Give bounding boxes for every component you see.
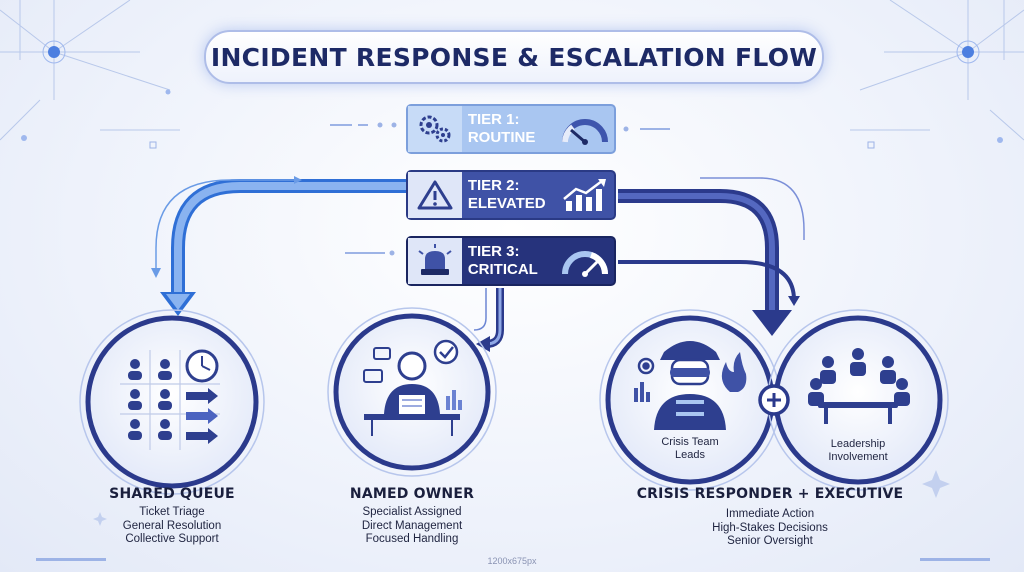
crisis-executive-description: Immediate Action High-Stakes Decisions S… (712, 508, 828, 547)
gauge-high-icon (556, 238, 614, 284)
crisis-executive-title: CRISIS RESPONDER + EXECUTIVE (636, 486, 904, 502)
crisis-team-circle (599, 309, 781, 491)
dot-decorations (36, 122, 990, 561)
tier-3-label: TIER 3: CRITICAL (467, 243, 538, 278)
warning-triangle-icon (408, 172, 462, 218)
plus-connector-icon (758, 384, 790, 416)
queue-grid-icon (120, 350, 220, 450)
page-title: INCIDENT RESPONSE & ESCALATION FLOW (210, 42, 818, 72)
flame-icon (721, 352, 747, 392)
crisis-team-label: Crisis Team Leads (661, 436, 719, 461)
arrow-to-shared-queue (151, 176, 406, 316)
mini-bars-icon (634, 382, 650, 402)
tier-1-label: TIER 1: ROUTINE (467, 111, 536, 146)
check-badge-icon (433, 339, 459, 365)
clock-icon (185, 349, 219, 383)
shared-queue-title: SHARED QUEUE (109, 486, 235, 502)
leadership-label: Leadership Involvement (828, 438, 888, 463)
leadership-circle (767, 309, 949, 491)
shared-queue-description: Ticket Triage General Resolution Collect… (122, 506, 222, 545)
sparkle-decorations (93, 470, 950, 526)
title-banner: INCIDENT RESPONSE & ESCALATION FLOW (204, 30, 824, 84)
forward-arrows-icon (186, 388, 218, 444)
tier-3-critical: TIER 3: CRITICAL (406, 236, 616, 286)
rising-bar-chart-icon (556, 172, 614, 218)
specialist-icon (364, 351, 460, 436)
tier-1-routine: TIER 1: ROUTINE (406, 104, 616, 154)
siren-icon (408, 238, 462, 284)
circuit-decoration-left (0, 0, 180, 141)
gear-icon (637, 357, 655, 375)
named-owner-circle (327, 307, 497, 477)
people-icons (128, 359, 172, 440)
shared-queue-circle (79, 309, 265, 495)
named-owner-description: Specialist Assigned Direct Management Fo… (361, 506, 463, 545)
chat-bubbles-icon (363, 347, 391, 383)
named-owner-title: NAMED OWNER (349, 486, 475, 502)
meeting-table-icon (808, 348, 910, 424)
firefighter-icon (654, 341, 726, 430)
gears-icon (408, 106, 462, 152)
circuit-decoration-right (850, 0, 1024, 143)
dimensions-label: 1200x675px (487, 556, 537, 566)
mini-bars-icon (446, 390, 462, 410)
arrow-to-crisis-executive (618, 177, 805, 336)
tier-2-label: TIER 2: ELEVATED (467, 177, 546, 212)
gauge-low-icon (556, 106, 614, 152)
arrow-to-named-owner (473, 288, 504, 352)
tier-2-elevated: TIER 2: ELEVATED (406, 170, 616, 220)
